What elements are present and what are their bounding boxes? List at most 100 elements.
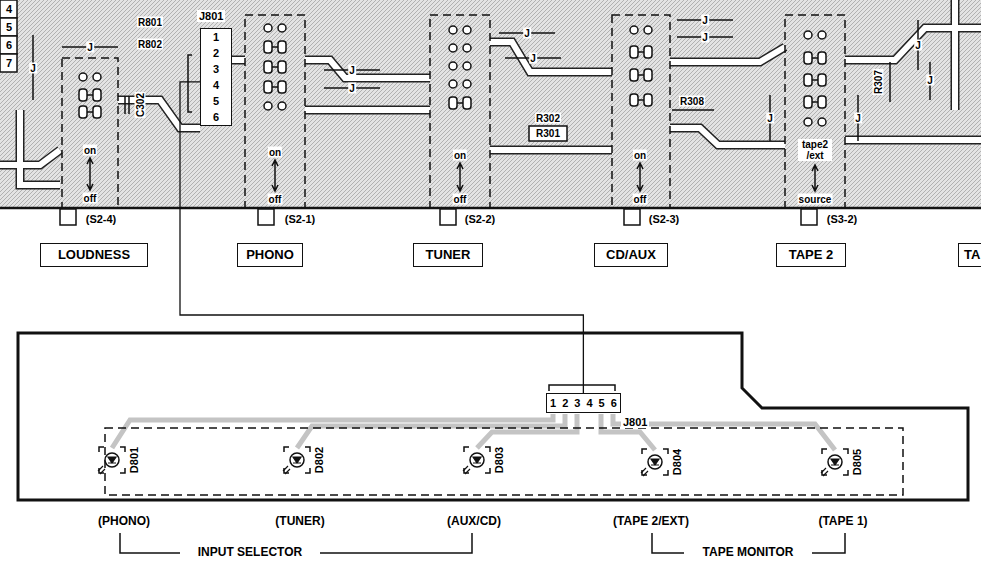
pad-pair [630, 26, 652, 34]
pad-pair [449, 80, 471, 88]
label-holder: J [926, 75, 934, 86]
label-holder: (TAPE 2/EXT) [612, 515, 690, 528]
terminal-number: 4 [5, 3, 13, 15]
double-arrow [87, 158, 93, 190]
resistor-symbol [889, 62, 891, 102]
label-holder: (AUX/CD) [446, 515, 502, 528]
label-holder: 7 [5, 57, 13, 69]
switch-button-label: TAPE 2 [776, 243, 846, 267]
pin-number: 5 [599, 397, 605, 409]
switch-button-label: TUNER [413, 243, 483, 267]
label-holder: D802 [313, 446, 325, 474]
led-function-label: (AUX/CD) [446, 515, 502, 528]
pad-pair [264, 24, 286, 32]
pad-pair [449, 62, 471, 70]
led-reference: D801 [128, 446, 140, 474]
label-holder: INPUT SELECTOR [197, 546, 303, 559]
led-symbol [98, 447, 125, 474]
terminal-box [0, 54, 17, 72]
pin-number: 4 [586, 397, 592, 409]
pad-pair [79, 73, 101, 81]
double-arrow [272, 160, 278, 191]
jumper-mark: J [86, 42, 94, 53]
capacitor-symbol [125, 96, 129, 114]
label-holder: D801 [128, 446, 140, 474]
label-holder: on [268, 147, 282, 158]
switch-position-label: off [633, 194, 648, 205]
switch-travel-arrows [87, 158, 818, 191]
switch-reference: (S2-4) [85, 213, 118, 225]
switch-contact-pair [630, 69, 652, 81]
double-arrow [457, 163, 463, 191]
pad-pair [449, 26, 471, 34]
jumper-mark: J [854, 113, 862, 124]
led-reference: D805 [851, 448, 863, 476]
switch-position-label: on [83, 145, 97, 156]
terminal-box [0, 0, 17, 18]
led-function-label: (TAPE 1) [817, 515, 868, 528]
pin-number: 3 [213, 63, 219, 75]
led-board-traces [112, 414, 835, 450]
label-holder: R302 [535, 113, 561, 124]
switch-button-label: CD/AUX [594, 243, 668, 267]
label-holder: D805 [851, 448, 863, 476]
label-holder: C302 [135, 92, 146, 118]
switch-position-label: off [453, 194, 468, 205]
copper-trace [601, 414, 655, 450]
label-holder: (S2-2) [464, 213, 497, 225]
pin-number: 1 [213, 31, 219, 43]
pad-pair [804, 118, 826, 126]
jumper-mark: J [348, 83, 356, 94]
connector-header: J801123456 [200, 28, 232, 126]
label-holder: R307 [873, 69, 884, 95]
pin-number: 2 [562, 397, 568, 409]
switch-outline [612, 15, 670, 208]
capacitor-reference: C302 [135, 92, 146, 118]
label-holder: (S2-4) [85, 213, 118, 225]
resistor-reference: R802 [137, 39, 163, 50]
switch-button-label: PHONO [237, 243, 303, 267]
switch-outline [62, 58, 118, 208]
resistor-reference: R801 [137, 17, 163, 28]
resistor-reference: R301 [535, 128, 561, 139]
label-holder: J [701, 15, 709, 26]
pcb-edge [0, 207, 981, 210]
switch-outline [245, 15, 305, 208]
pin-number: 5 [213, 95, 219, 107]
label-holder: 6 [5, 39, 13, 51]
resistor-reference: R307 [873, 69, 884, 95]
pad-pair [449, 44, 471, 52]
label-holder: R802 [137, 39, 163, 50]
label-holder: R301 [535, 128, 561, 139]
group-caption: TAPE MONITOR [702, 546, 795, 559]
label-holder: J [523, 28, 531, 39]
switch-outline [430, 15, 490, 208]
switch-knob [624, 209, 640, 225]
pad-pair [264, 102, 286, 110]
label-holder: tape2 /ext [798, 139, 832, 161]
terminal-number: 6 [5, 39, 13, 51]
switch-reference: (S3-2) [826, 213, 859, 225]
label-holder: R308 [679, 96, 705, 107]
led-function-label: (TUNER) [274, 515, 325, 528]
label-holder: J [29, 63, 37, 74]
resistor-reference: R302 [535, 113, 561, 124]
switch-position-label: on [633, 150, 647, 161]
switch-contact-pair [264, 81, 286, 93]
label-holder: J [854, 113, 862, 124]
pin-number: 4 [213, 79, 219, 91]
switch-contact-pair [630, 94, 652, 106]
switch-contact-pair [804, 96, 826, 108]
switch-contact-pair [804, 52, 826, 64]
button-label: PHONO [246, 248, 294, 262]
button-label: LOUDNESS [58, 248, 130, 262]
led-function-label: (TAPE 2/EXT) [612, 515, 690, 528]
switch-knob [801, 209, 817, 225]
ribbon-cable [180, 82, 583, 393]
jumper-mark: J [701, 32, 709, 43]
jumper-mark: J [766, 113, 774, 124]
connector-reference: J801 [197, 10, 225, 22]
label-holder: (S3-2) [826, 213, 859, 225]
resistor-reference: R308 [679, 96, 705, 107]
